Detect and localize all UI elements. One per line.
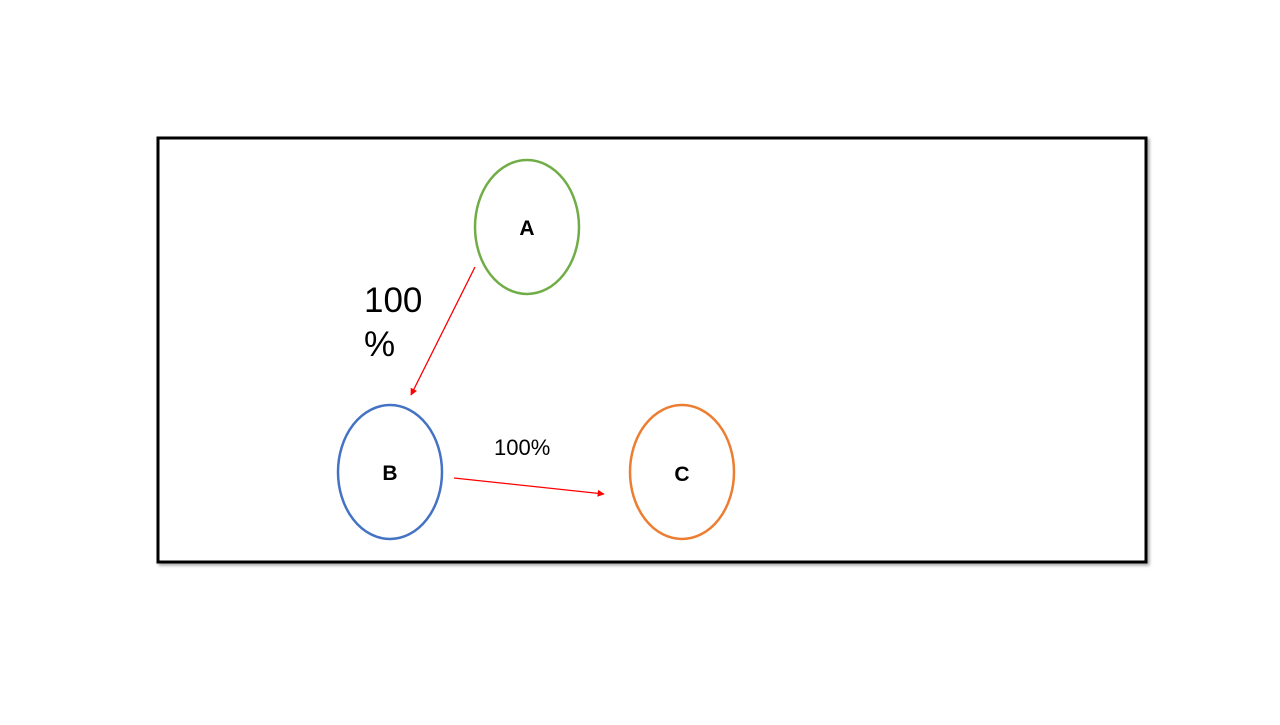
node-b-circle — [336, 403, 444, 541]
node-a-label: A — [519, 217, 534, 240]
edge-a-to-b — [410, 266, 476, 396]
node-c-circle — [628, 403, 736, 541]
edge-b-c-label: 100% — [494, 435, 550, 460]
node-c-label: C — [674, 463, 689, 486]
node-b-label: B — [382, 462, 397, 485]
edge-a-b-label-line1: 100 — [364, 281, 422, 320]
edge-a-b-label-line2: % — [364, 325, 395, 364]
node-a-circle — [473, 158, 581, 296]
edge-b-to-c — [453, 477, 605, 497]
